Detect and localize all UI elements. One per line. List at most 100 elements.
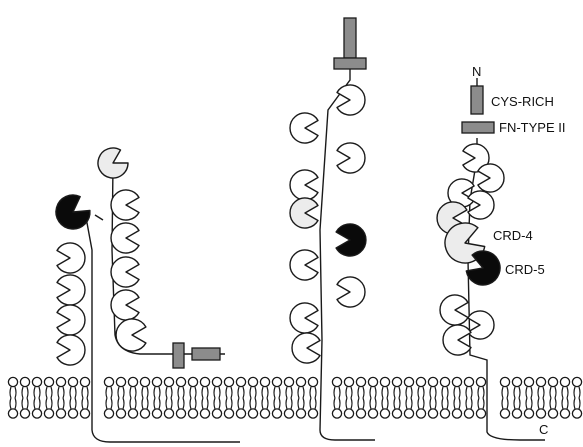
lipid-bilayer-icon (439, 397, 451, 419)
cys-rich-domain (343, 17, 357, 59)
lipid-bilayer-icon (259, 376, 271, 399)
receptor1-right-crd-stack (97, 147, 147, 352)
lipid-bilayer-icon (499, 376, 511, 399)
lipid-bilayer-icon (127, 376, 139, 399)
crd-pacman-icon (289, 249, 319, 281)
lipid-bilayer-icon (307, 376, 319, 399)
lipid-bilayer-icon (223, 397, 235, 419)
lipid-bilayer-icon (235, 397, 247, 419)
crd-pacman-icon (56, 274, 86, 306)
lipid-bilayer-icon (355, 376, 367, 399)
crd-pacman-icon (335, 223, 367, 257)
lipid-bilayer-icon (415, 397, 427, 419)
lipid-bilayer-icon (235, 376, 247, 399)
lipid-bilayer-icon (163, 376, 175, 399)
lipid-bilayer-icon (151, 397, 163, 419)
lipid-bilayer-icon (355, 397, 367, 419)
lipid-bilayer-icon (211, 397, 223, 419)
receptor2 (289, 17, 367, 364)
lipid-bilayer-icon (283, 397, 295, 419)
lipid-bilayer-icon (7, 376, 19, 399)
lipid-bilayer-icon (331, 397, 343, 419)
lipid-bilayer-icon (163, 397, 175, 419)
lipid-bilayer (7, 376, 583, 419)
receptor3: N CYS-RICH FN-TYPE II CRD-4 CRD-5 C (436, 64, 565, 437)
crd-pacman-icon (467, 190, 495, 220)
crd-pacman-icon (115, 318, 147, 352)
lipid-bilayer-icon (391, 376, 403, 399)
lipid-bilayer-icon (499, 397, 511, 419)
receptor1-backbone (84, 211, 240, 443)
receptor1-link (94, 214, 104, 221)
crd-pacman-icon (56, 334, 86, 366)
lipid-bilayer-icon (535, 376, 547, 399)
lipid-bilayer-icon (427, 376, 439, 399)
cys-rich-domain (470, 85, 484, 115)
lipid-bilayer-icon (271, 397, 283, 419)
lipid-bilayer-icon (403, 397, 415, 419)
lipid-bilayer-icon (523, 397, 535, 419)
lipid-bilayer-icon (295, 397, 307, 419)
lipid-bilayer-icon (247, 376, 259, 399)
crd-pacman-icon (442, 324, 472, 356)
lipid-bilayer-icon (175, 397, 187, 419)
crd-pacman-icon (477, 163, 505, 193)
lipid-bilayer-icon (187, 397, 199, 419)
crd-pacman-icon (56, 304, 86, 336)
lipid-bilayer-icon (19, 376, 31, 399)
lipid-bilayer-icon (547, 397, 559, 419)
lipid-bilayer-icon (19, 397, 31, 419)
lipid-bilayer-icon (139, 397, 151, 419)
lipid-bilayer-icon (427, 397, 439, 419)
lipid-bilayer-icon (55, 397, 67, 419)
lipid-bilayer-icon (199, 397, 211, 419)
crd-pacman-icon (110, 189, 140, 221)
lipid-bilayer-icon (79, 376, 91, 399)
crd-pacman-icon (336, 142, 366, 174)
crd-pacman-icon (56, 242, 86, 274)
receptor3-crd-stack (436, 143, 505, 356)
c-terminus-label: C (539, 422, 548, 437)
lipid-bilayer-icon (211, 376, 223, 399)
fn-type-ii-domain (333, 57, 367, 70)
crd-pacman-icon (289, 169, 319, 201)
lipid-bilayer-icon (451, 397, 463, 419)
lipid-bilayer-icon (463, 397, 475, 419)
lipid-bilayer-icon (463, 376, 475, 399)
lipid-bilayer-icon (571, 397, 583, 419)
lipid-bilayer-icon (199, 376, 211, 399)
crd5-label: CRD-5 (505, 262, 545, 277)
lipid-bilayer-icon (103, 397, 115, 419)
lipid-bilayer-icon (127, 397, 139, 419)
lipid-bilayer-icon (559, 397, 571, 419)
lipid-bilayer-icon (331, 376, 343, 399)
lipid-bilayer-icon (247, 397, 259, 419)
crd-pacman-icon (447, 178, 475, 208)
lipid-bilayer-icon (523, 376, 535, 399)
lipid-bilayer-icon (43, 397, 55, 419)
lipid-bilayer-icon (79, 397, 91, 419)
lipid-bilayer-icon (391, 397, 403, 419)
lipid-bilayer-icon (307, 397, 319, 419)
n-terminus-label: N (472, 64, 481, 79)
lipid-bilayer-icon (271, 376, 283, 399)
lipid-bilayer-icon (571, 376, 583, 399)
receptor1 (55, 147, 221, 369)
crd-pacman-icon (289, 112, 319, 144)
lipid-bilayer-icon (535, 397, 547, 419)
crd-pacman-icon (462, 143, 490, 173)
crd-pacman-icon (110, 289, 140, 321)
lipid-bilayer-icon (511, 376, 523, 399)
crd-pacman-icon (289, 302, 319, 334)
lipid-bilayer-icon (475, 397, 487, 419)
lipid-bilayer-icon (115, 397, 127, 419)
lipid-bilayer-icon (295, 376, 307, 399)
lipid-bilayer-icon (223, 376, 235, 399)
lipid-bilayer-icon (43, 376, 55, 399)
crd-pacman-icon (465, 250, 501, 286)
lipid-bilayer-icon (103, 376, 115, 399)
crd4-label: CRD-4 (493, 228, 533, 243)
lipid-bilayer-icon (67, 397, 79, 419)
